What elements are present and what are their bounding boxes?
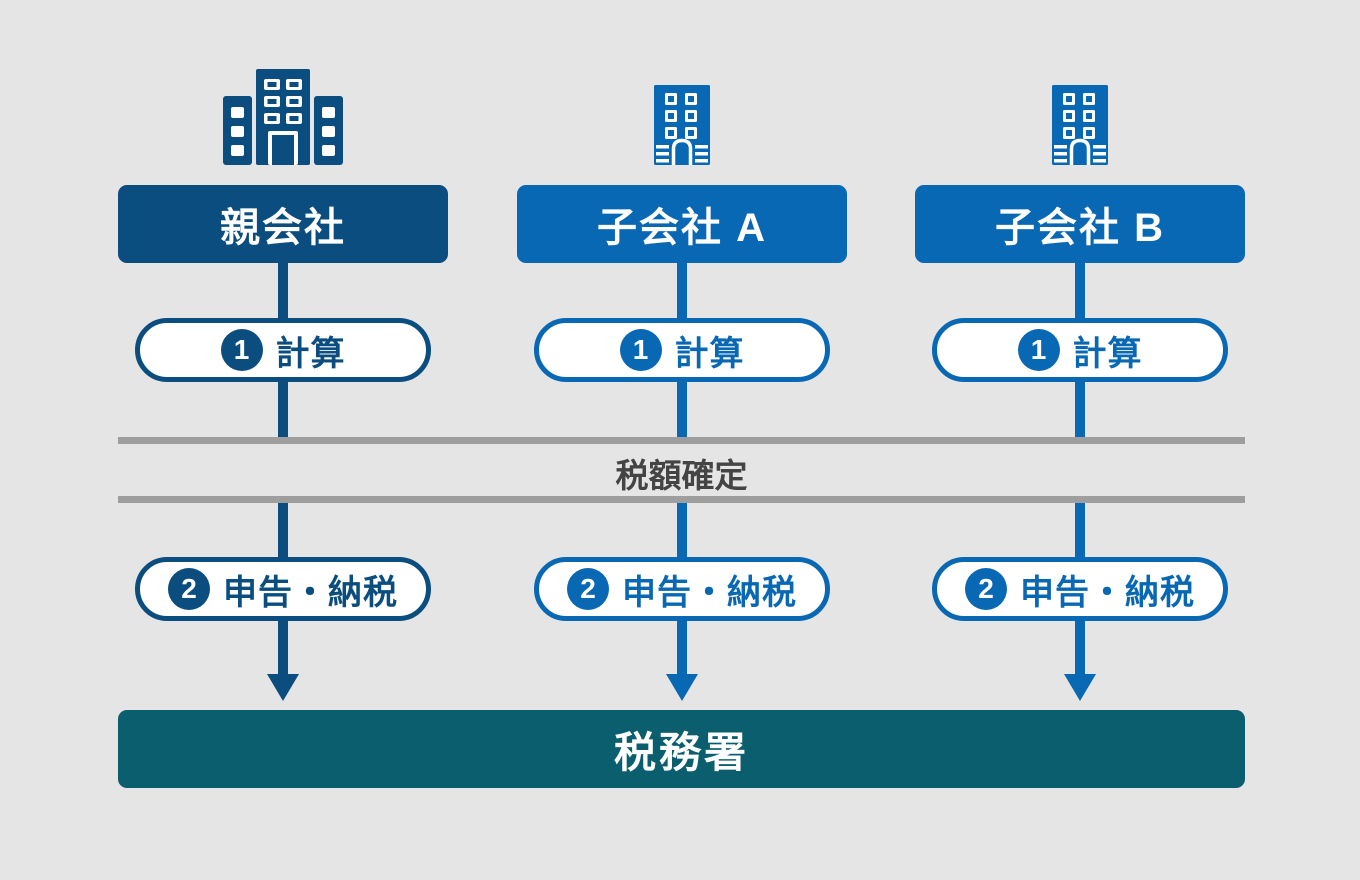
arrow-line	[1075, 619, 1085, 676]
office-building-small-icon	[654, 85, 710, 165]
connector-line	[1075, 380, 1085, 438]
step-label: 計算	[1072, 334, 1143, 373]
down-arrow-icon	[1064, 674, 1096, 701]
step-label: 申告・納税	[223, 573, 398, 612]
arrow-line	[278, 619, 288, 676]
step2-pill-subsidiary-b: 2 申告・納税	[932, 557, 1228, 621]
step-label: 申告・納税	[622, 573, 797, 612]
company-label: 親会社	[220, 206, 346, 250]
band-label: 税額確定	[615, 457, 748, 494]
connector-line	[677, 502, 687, 559]
step-number-circle: 1	[220, 329, 263, 371]
company-box-parent: 親会社	[118, 185, 448, 263]
office-building-large-icon	[223, 69, 343, 165]
step-label: 計算	[674, 334, 745, 373]
company-box-subsidiary-b: 子会社 B	[915, 185, 1245, 263]
step2-pill-parent: 2 申告・納税	[135, 557, 431, 621]
company-label: 子会社 A	[597, 206, 767, 250]
band-divider-top	[118, 437, 1245, 444]
connector-line	[677, 263, 687, 321]
connector-line	[278, 380, 288, 438]
connector-line	[278, 263, 288, 321]
step-number-circle: 2	[168, 568, 210, 610]
down-arrow-icon	[666, 674, 698, 701]
tax-office-banner: 税務署	[118, 710, 1245, 788]
office-building-small-icon	[1052, 85, 1108, 165]
step-number-circle: 2	[965, 568, 1007, 610]
step-number-circle: 1	[619, 329, 662, 371]
connector-line	[278, 502, 288, 559]
connector-line	[1075, 502, 1085, 559]
arrow-line	[677, 619, 687, 676]
down-arrow-icon	[267, 674, 299, 701]
connector-line	[677, 380, 687, 438]
connector-line	[1075, 263, 1085, 321]
step1-pill-subsidiary-b: 1 計算	[932, 318, 1228, 382]
band-divider-bottom	[118, 496, 1245, 503]
step1-pill-subsidiary-a: 1 計算	[534, 318, 830, 382]
step-label: 計算	[275, 334, 346, 373]
step2-pill-subsidiary-a: 2 申告・納税	[534, 557, 830, 621]
step-label: 申告・納税	[1020, 573, 1195, 612]
step1-pill-parent: 1 計算	[135, 318, 431, 382]
company-box-subsidiary-a: 子会社 A	[517, 185, 847, 263]
tax-office-label: 税務署	[613, 728, 749, 776]
step-number-circle: 1	[1017, 329, 1060, 371]
step-number-circle: 2	[567, 568, 609, 610]
company-label: 子会社 B	[995, 206, 1165, 250]
